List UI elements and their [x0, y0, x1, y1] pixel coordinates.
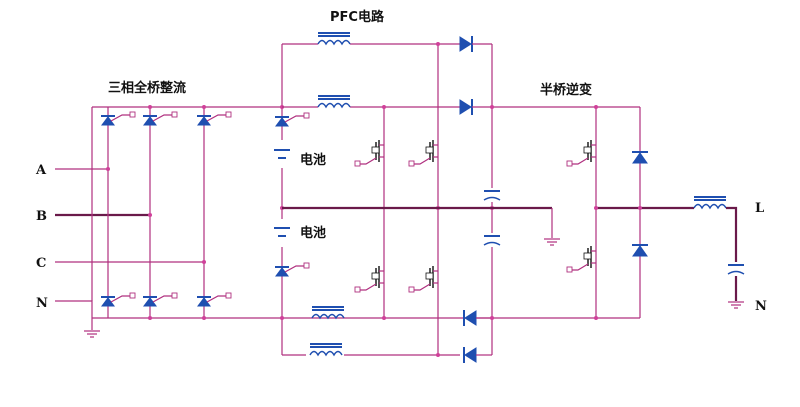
inductor-icon [317, 32, 351, 46]
thyristor-icon [101, 111, 136, 126]
diode-icon [632, 151, 648, 164]
terminal-c: C [36, 256, 46, 271]
inductor-icon [309, 343, 343, 357]
inductor-icon [311, 306, 345, 320]
inverter-title: 半桥逆变 [540, 82, 592, 98]
mosfet-icon [566, 246, 596, 273]
thyristor-icon [143, 292, 178, 307]
diode-icon [463, 347, 477, 363]
three-phase-rectifier [91, 105, 640, 320]
battery-bottom-label: 电池 [300, 225, 326, 241]
rectifier-title: 三相全桥整流 [108, 80, 186, 96]
mosfet-icon [408, 266, 438, 293]
input-terminals: A B C N [35, 163, 204, 338]
terminal-a: A [35, 163, 47, 178]
terminal-n-output: N [755, 299, 767, 314]
mosfet-icon [354, 266, 384, 293]
dc-bus-capacitors [282, 44, 560, 355]
terminal-b: B [36, 209, 47, 224]
pfc-circuit [282, 32, 640, 363]
battery-branch [272, 44, 310, 355]
ground-icon [544, 238, 560, 246]
ground-icon [728, 301, 744, 309]
capacitor-icon [482, 233, 502, 247]
capacitor-icon [727, 264, 745, 275]
mosfet-icon [408, 140, 438, 167]
battery-top-label: 电池 [300, 152, 326, 168]
diode-icon [463, 310, 477, 326]
battery-icon [272, 219, 292, 247]
thyristor-icon [197, 292, 232, 307]
inductor-icon [693, 196, 727, 210]
half-bridge-inverter [566, 105, 694, 320]
output-filter: L N [693, 196, 767, 314]
diode-icon [632, 244, 648, 257]
capacitor-icon [482, 188, 502, 202]
terminal-l-output: L [755, 201, 764, 216]
diode-icon [459, 36, 473, 52]
mosfet-icon [566, 140, 596, 167]
terminal-n-input: N [36, 296, 48, 311]
thyristor-icon [143, 111, 178, 126]
thyristor-icon [101, 292, 136, 307]
mosfet-icon [354, 140, 384, 167]
thyristor-icon [197, 111, 232, 126]
inductor-icon [317, 95, 351, 109]
ground-icon [84, 330, 100, 338]
diode-icon [459, 99, 473, 115]
battery-icon [272, 140, 292, 168]
pfc-title: PFC电路 [330, 9, 385, 25]
